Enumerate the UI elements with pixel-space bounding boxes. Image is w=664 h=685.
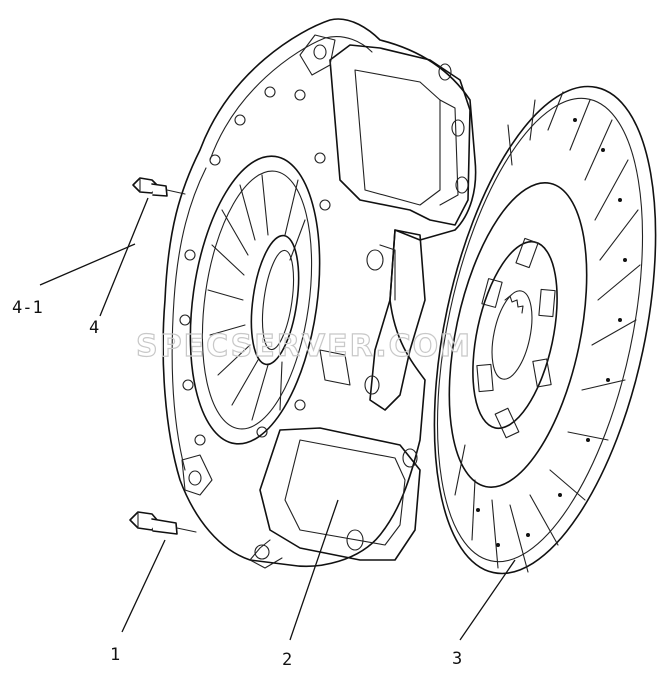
leader-lines (39, 197, 516, 641)
callout-label-1: 1 (110, 645, 120, 665)
bolt-part-4 (132, 177, 186, 197)
leader-4-1 (39, 243, 136, 286)
callout-label-4: 4 (89, 318, 99, 338)
friction-rivets (476, 118, 627, 547)
leader-3 (459, 559, 516, 641)
callout-label-4-1: 4-1 (12, 298, 43, 318)
leader-1 (121, 539, 166, 633)
clutch-pressure-plate-assembly (162, 18, 477, 569)
watermark-text: SPECSERVER.COM (136, 329, 472, 364)
cover-bolt-holes (179, 86, 331, 446)
callout-label-3: 3 (452, 649, 462, 669)
bolt-part-1 (129, 511, 197, 535)
leader-4 (99, 197, 149, 317)
clutch-driven-disc (433, 85, 657, 575)
friction-lining-segments (454, 91, 641, 573)
callout-label-2: 2 (282, 650, 292, 670)
diaphragm-spring-fingers (207, 174, 306, 421)
leader-2 (289, 499, 339, 641)
damper-springs (476, 237, 556, 439)
